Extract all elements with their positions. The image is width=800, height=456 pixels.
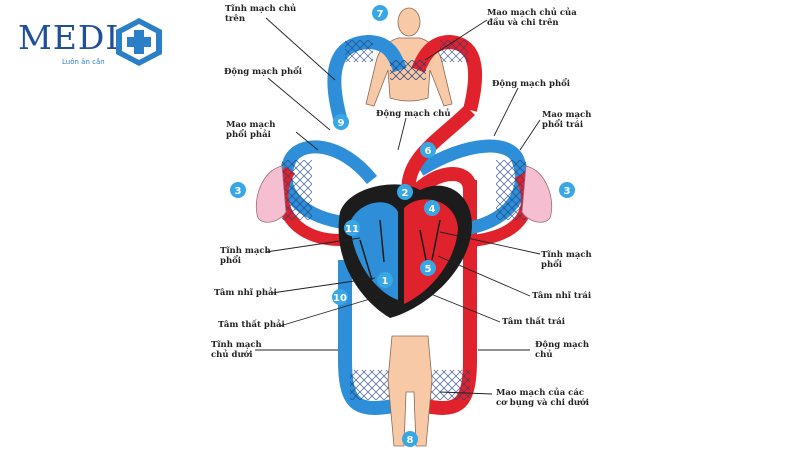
label-aorta-top: Động mạch chủ bbox=[376, 109, 451, 119]
label-pulmonary-artery-left: Động mạch phổi bbox=[224, 67, 303, 77]
label-lower-capillaries: Mao mạch của các cơ bụng và chi dưới bbox=[496, 388, 589, 408]
label-left-lung-capillaries: Mao mạch phổi trái bbox=[542, 110, 592, 130]
logo-text: MEDI bbox=[18, 18, 120, 57]
label-head-capillaries: Mao mạch chủ của đầu và chi trên bbox=[487, 8, 577, 28]
medical-cross-icon bbox=[116, 18, 162, 66]
leader-lines bbox=[255, 17, 541, 395]
label-pulmonary-artery-right: Động mạch phổi bbox=[492, 79, 571, 89]
label-left-atrium: Tâm nhĩ trái bbox=[532, 291, 592, 301]
left-side-chambers bbox=[404, 199, 458, 304]
lower-body-capillaries bbox=[350, 370, 390, 400]
label-lower-aorta: Động mạch chủ bbox=[535, 340, 590, 360]
label-superior-vena-cava: Tĩnh mạch chủ trên bbox=[225, 4, 297, 24]
badge-7: 7 bbox=[377, 9, 384, 20]
badge-8: 8 bbox=[407, 435, 414, 446]
label-right-ventricle: Tâm thất phải bbox=[218, 320, 285, 330]
label-inferior-vena-cava: Tĩnh mạch chủ dưới bbox=[211, 340, 262, 360]
badge-10: 10 bbox=[333, 293, 347, 304]
label-pulmonary-vein-left: Tĩnh mạch phổi bbox=[220, 246, 271, 266]
label-right-atrium: Tâm nhĩ phải bbox=[214, 288, 277, 298]
badge-9: 9 bbox=[338, 118, 345, 129]
right-lung-capillaries bbox=[282, 160, 312, 220]
left-lung-capillaries bbox=[496, 160, 526, 220]
lower-body-figure bbox=[387, 335, 433, 447]
head-capillaries bbox=[390, 60, 426, 80]
badge-5: 5 bbox=[425, 264, 432, 275]
upper-body-figure bbox=[365, 7, 453, 107]
heart bbox=[338, 184, 472, 318]
logo-tagline: Luôn ân cần bbox=[62, 58, 105, 66]
badge-6: 6 bbox=[425, 146, 432, 157]
badge-11: 11 bbox=[345, 224, 359, 235]
badge-1: 1 bbox=[382, 276, 389, 287]
badge-3-right: 3 bbox=[564, 186, 571, 197]
left-lung bbox=[521, 165, 553, 223]
badge-4: 4 bbox=[429, 204, 436, 215]
inferior-vena-cava bbox=[338, 260, 402, 415]
label-pulmonary-vein-right: Tĩnh mạch phổi bbox=[541, 250, 592, 270]
right-lung bbox=[255, 165, 287, 223]
number-badges: 7 9 6 3 3 2 4 11 5 1 10 8 bbox=[230, 5, 575, 447]
label-left-ventricle: Tâm thất trái bbox=[502, 317, 566, 327]
badge-3-left: 3 bbox=[235, 186, 242, 197]
descending-aorta bbox=[418, 180, 477, 415]
label-right-lung-capillaries: Mao mạch phổi phải bbox=[226, 120, 276, 140]
badge-2: 2 bbox=[402, 188, 409, 199]
medi-logo: MEDI Luôn ân cần bbox=[18, 16, 168, 72]
